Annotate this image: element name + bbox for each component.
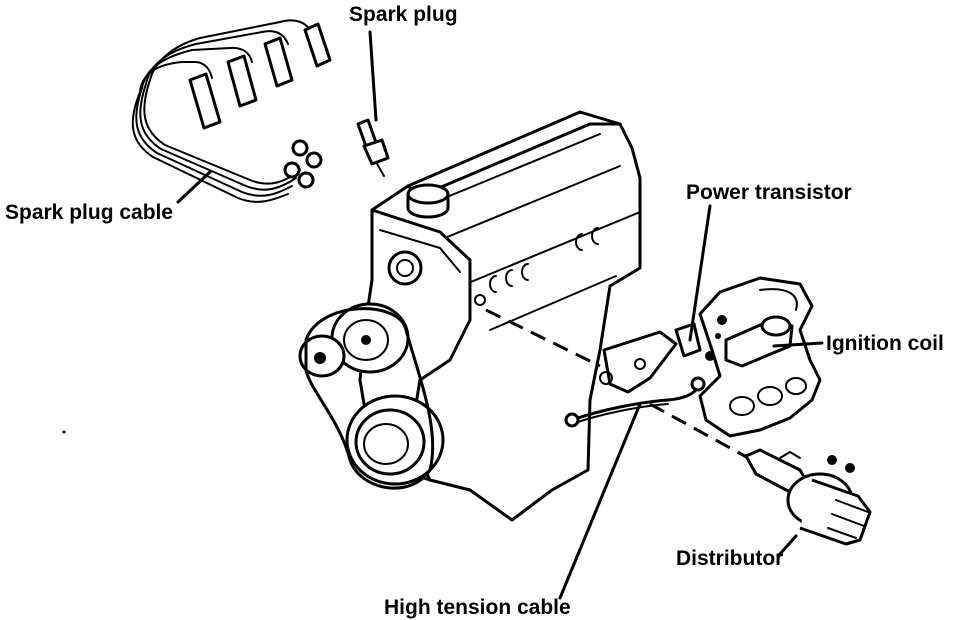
cable-terminal-3 (283, 161, 301, 179)
plug-boot-2 (263, 36, 294, 88)
leader-spark-plug-cable (176, 170, 212, 204)
label-distributor: Distributor (676, 547, 784, 570)
label-spark-plug: Spark plug (349, 3, 458, 26)
cable-terminal-4 (297, 171, 315, 189)
power-transistor-part (599, 322, 702, 394)
leader-ignition-coil (772, 341, 824, 348)
leader-distributor (778, 534, 798, 556)
high-tension-cable-part (564, 376, 706, 428)
assembly-line-bracket-to-distributor (649, 402, 753, 462)
label-power-transistor: Power transistor (686, 181, 852, 204)
oil-filler-cap (406, 183, 450, 219)
leader-spark-plug (368, 30, 378, 122)
assembly-line-block-to-bracket (485, 308, 601, 368)
plug-boot-1 (303, 22, 332, 68)
scan-speck (62, 430, 66, 434)
label-high-tension-cable: High tension cable (384, 596, 571, 619)
label-spark-plug-cable: Spark plug cable (5, 201, 174, 224)
engine-block (298, 110, 642, 522)
leader-high-tension-cable (558, 402, 642, 600)
spark-plug-cable-set (131, 19, 332, 203)
drive-belt (304, 307, 435, 490)
cable-terminal-1 (291, 139, 309, 157)
plug-boot-4 (188, 72, 222, 130)
spark-plug-part (356, 118, 390, 177)
distributor-part (744, 448, 872, 546)
leader-power-transistor (688, 204, 712, 342)
cable-terminal-2 (305, 151, 323, 169)
crankshaft-pulley (345, 394, 445, 486)
alternator-pulley (298, 334, 346, 378)
plug-boot-3 (226, 54, 258, 108)
label-ignition-coil: Ignition coil (826, 332, 944, 355)
